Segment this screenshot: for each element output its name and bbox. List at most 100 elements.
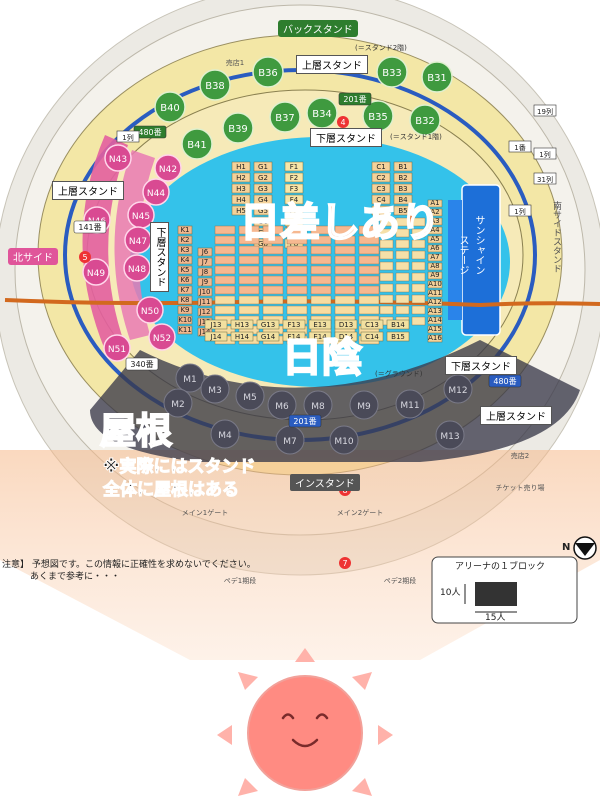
disclaimer-line-2: あくまで参考に・・・ [30, 572, 121, 582]
arena-seat-rect [197, 247, 213, 257]
arena-seat-label: K6 [180, 276, 190, 284]
arena-seat-rect [214, 285, 236, 295]
row-label-text: 1列 [539, 150, 550, 159]
arena-seat-rect [231, 194, 251, 205]
arena-seat-rect [262, 255, 284, 265]
upper-stand-top-label: 上層スタンド [296, 55, 368, 74]
arena-seat-label: F6 [290, 218, 299, 226]
north-block-label: N49 [87, 269, 105, 279]
gate-number: 7 [339, 557, 351, 569]
row-label-text: 1列 [122, 133, 133, 142]
main-block-label: M4 [218, 431, 232, 441]
north-block-circle [142, 178, 170, 206]
shade-label: 日陰 [281, 334, 363, 382]
arena-seat-rect [334, 245, 356, 255]
stand-block-label: B33 [382, 68, 402, 79]
legend-title: アリーナの１ブロック [455, 562, 546, 572]
gate-badge: 340番 [125, 357, 159, 371]
gate-badge: 480番 [488, 374, 522, 388]
roof-title: 屋根 [99, 410, 173, 453]
arena-seat-label: J13 [199, 318, 211, 326]
north-block-circle [148, 323, 176, 351]
arena-seat-block: H2 [231, 172, 251, 183]
arena-seat-rect [395, 228, 410, 238]
arena-seat-rect [427, 325, 443, 334]
row-label-bg [508, 140, 532, 153]
arena-seat-block: A5 [427, 235, 443, 244]
arena-seat-label: K1 [180, 226, 189, 234]
arena-seat-rect [411, 250, 426, 260]
arena-seat-rect [177, 255, 193, 265]
arena-seat-rect [427, 298, 443, 307]
arena-seat-rect [411, 261, 426, 271]
arena-seat-label: A12 [428, 298, 442, 306]
row-label-bg [533, 104, 557, 117]
arena-seat-block: J8 [197, 267, 213, 277]
arena-seat-block: C14 [360, 331, 384, 342]
sun-ray-right-bottom [352, 778, 372, 796]
upper-stand-left-label: 上層スタンド [52, 181, 124, 200]
arena-seat-block: F4 [284, 194, 304, 205]
arena-seat-rect [427, 244, 443, 253]
arena-layer: H1H2H3H4H5G1G2G3G4G5G6G7G8F1F2F3F4F5F6F7… [177, 161, 443, 345]
arena-seat-rect [395, 294, 410, 304]
arena-seat-label: H4 [236, 196, 246, 204]
arena-seat-rect [214, 225, 236, 235]
arena-seat-label: K2 [180, 236, 189, 244]
arena-seat-block: A3 [427, 217, 443, 226]
arena-seat-rect [310, 305, 332, 315]
arena-seat-rect [256, 331, 280, 342]
main-block-label: M1 [183, 375, 197, 385]
gate-badge: 141番 [73, 220, 107, 234]
arena-seat-label: H3 [236, 185, 246, 193]
roof-note-1: ※実際にはスタンド [103, 457, 257, 478]
arena-seat-block: G2 [253, 172, 273, 183]
arena-seat-rect [231, 161, 251, 172]
north-block-circle [82, 258, 110, 286]
row-label: 1列 [508, 204, 532, 217]
arena-seat-rect [253, 183, 273, 194]
arena-seat-rect [395, 261, 410, 271]
stand-block: B41 [181, 128, 213, 160]
arena-seat-rect [177, 325, 193, 335]
arena-seat-rect [411, 283, 426, 293]
arena-seat-rect [262, 245, 284, 255]
arena-seat-rect [411, 294, 426, 304]
arena-seat-label: C4 [376, 196, 386, 204]
sun-ray-left [217, 725, 232, 745]
arena-seat-label: F5 [290, 207, 298, 215]
arena-seat-block: A6 [427, 244, 443, 253]
arena-seat-label: J8 [201, 268, 209, 276]
arena-seat-block: J10 [197, 287, 213, 297]
arena-seat-rect [310, 245, 332, 255]
arena-seat-block: H3 [231, 183, 251, 194]
arena-seat-rect [177, 275, 193, 285]
arena-seat-rect [231, 172, 251, 183]
arena-seat-rect [238, 225, 260, 235]
arena-seat-rect [334, 295, 356, 305]
arena-seat-label: A6 [430, 244, 440, 252]
arena-seat-block: J6 [197, 247, 213, 257]
arena-seat-label: K3 [180, 246, 189, 254]
main-block-circle [329, 425, 359, 455]
arena-seat-label: B1 [398, 163, 407, 171]
arena-seat-rect [427, 271, 443, 280]
stand-block-circle [154, 91, 186, 123]
arena-seat-label: H2 [236, 174, 246, 182]
arena-seat-label: C13 [365, 321, 379, 329]
arena-seat-block: B5 [393, 205, 413, 216]
gate-badge-bg [338, 92, 372, 106]
arena-seat-block: A16 [427, 334, 442, 343]
north-block: N47 [124, 226, 152, 254]
arena-seat-label: G3 [258, 185, 268, 193]
arena-seat-rect [358, 305, 380, 315]
arena-seat-rect [358, 245, 380, 255]
arena-seat-rect [360, 319, 384, 330]
gate-number-circle [339, 557, 351, 569]
arena-seat-label: A8 [430, 262, 439, 270]
arena-seat-label: J10 [199, 288, 211, 296]
main-block-circle [267, 390, 297, 420]
row-label-bg [533, 172, 557, 185]
arena-seat-rect [358, 225, 380, 235]
arena-seat-label: A3 [430, 217, 439, 225]
